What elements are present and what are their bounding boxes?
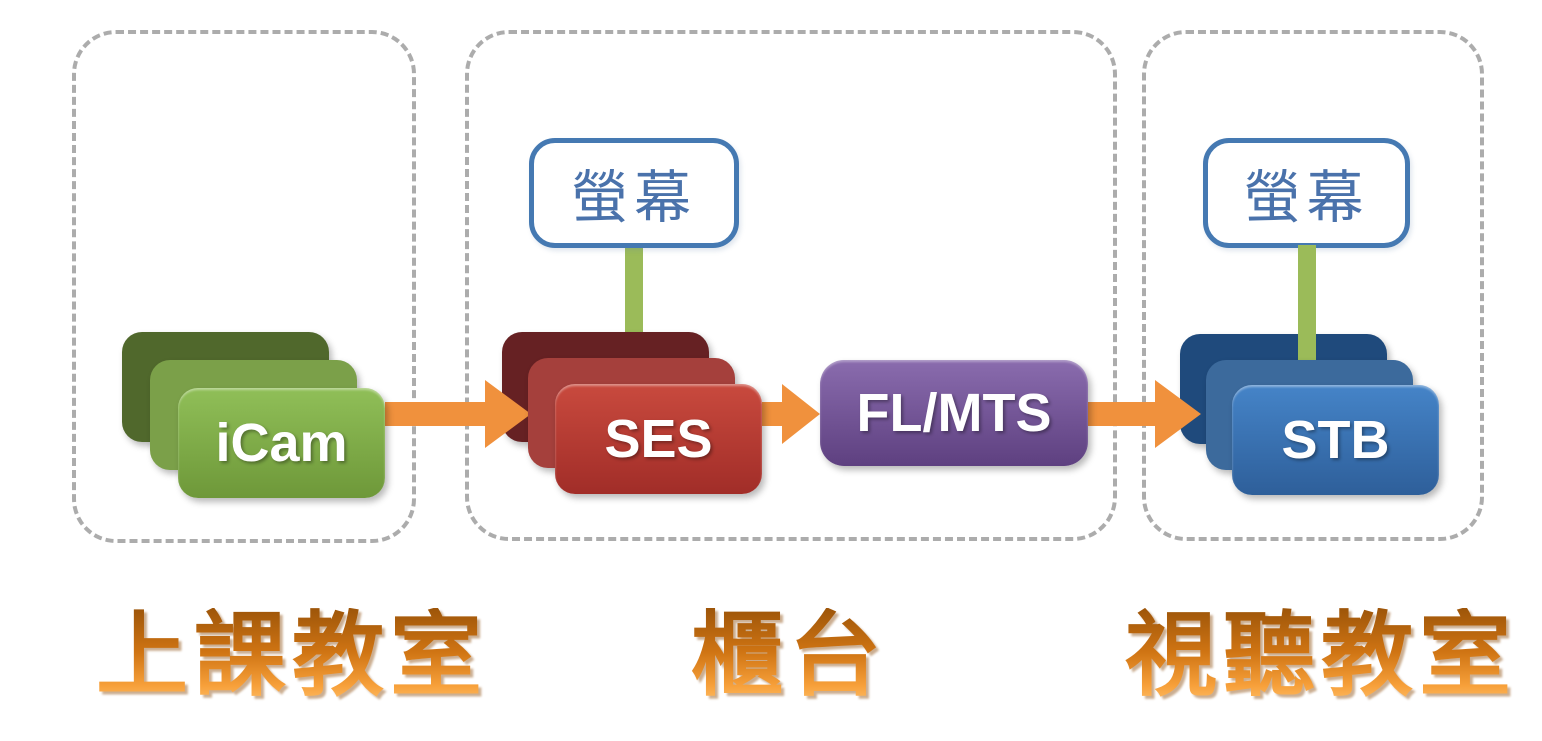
screen-stb-connector-line: [1298, 245, 1316, 373]
arrow-icam-to-ses-shaft: [385, 402, 485, 426]
arrow-flmts-to-stb-shaft: [1088, 402, 1155, 426]
arrow-icam-to-ses-head: [485, 380, 531, 448]
icam-node-label: iCam: [215, 413, 348, 473]
screen-node-counter-label: 螢幕: [571, 166, 697, 230]
area-av-room-boundary: [1142, 30, 1484, 541]
area-label-av-room: 視聽教室: [1116, 608, 1526, 705]
screen-node-av-room-label: 螢幕: [1243, 166, 1370, 230]
ses-node-label: SES: [604, 409, 713, 469]
area-counter-boundary: [465, 30, 1117, 541]
stb-node: STB: [1232, 385, 1439, 495]
stb-node-label: STB: [1281, 410, 1390, 470]
flmts-node-label: FL/MTS: [856, 383, 1052, 443]
screen-ses-connector-line: [625, 245, 643, 345]
arrow-ses-to-flmts-head: [782, 384, 820, 444]
area-label-counter: 櫃台: [589, 608, 989, 705]
icam-node: iCam: [178, 388, 385, 498]
ses-node: SES: [555, 384, 762, 494]
flmts-node: FL/MTS: [820, 360, 1088, 466]
area-label-classroom: 上課教室: [72, 608, 512, 705]
area-classroom-boundary: [72, 30, 416, 543]
screen-node-av-room: 螢幕: [1203, 138, 1410, 248]
arrow-ses-to-flmts-shaft: [762, 402, 782, 426]
screen-node-counter: 螢幕: [529, 138, 739, 248]
arrow-flmts-to-stb-head: [1155, 380, 1201, 448]
